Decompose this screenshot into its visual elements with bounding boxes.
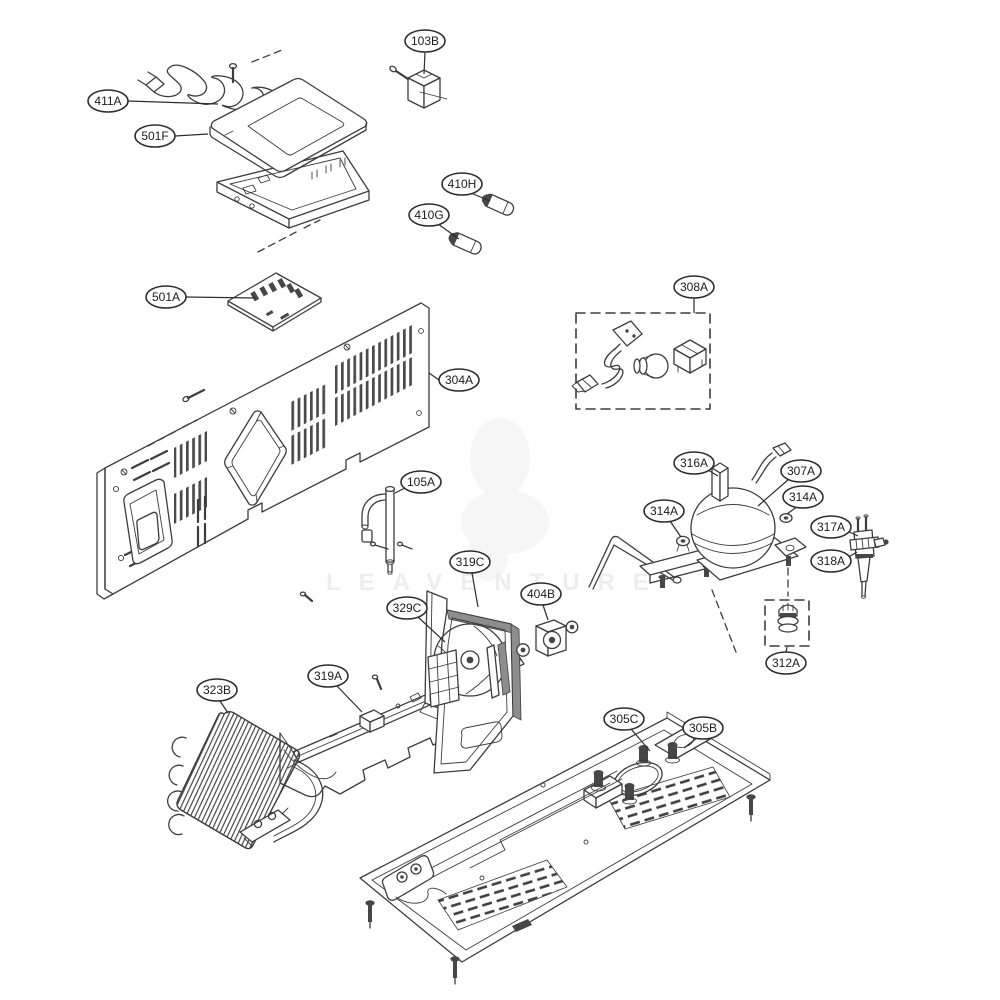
- watermark-text: LEAVENTURE: [326, 569, 667, 596]
- callout-314A: 314A: [782, 485, 824, 515]
- svg-text:319A: 319A: [314, 669, 342, 683]
- dryer-filter-drawing: [849, 514, 889, 599]
- callout-329C: 329C: [386, 596, 446, 643]
- base-plate-drawing: [359, 711, 771, 985]
- small-cylinder-part-410h: [481, 193, 515, 216]
- svg-text:317A: 317A: [817, 520, 845, 534]
- grommet-box-drawing: [764, 599, 810, 647]
- svg-text:501F: 501F: [141, 129, 168, 143]
- callout-314A: 314A: [643, 499, 685, 538]
- svg-text:404B: 404B: [527, 587, 555, 601]
- svg-text:316A: 316A: [680, 456, 708, 470]
- callout-305C: 305C: [603, 707, 651, 752]
- svg-text:105A: 105A: [407, 475, 435, 489]
- callout-307A: 307A: [757, 459, 822, 507]
- callout-318A: 318A: [810, 549, 858, 573]
- fan-shroud-drawing: [419, 590, 522, 774]
- svg-text:410H: 410H: [448, 177, 477, 191]
- callout-layer: 411A 501F 103B 410H 410G 501A 308A 304A 105A 316A…: [87, 29, 859, 752]
- svg-text:308A: 308A: [680, 280, 708, 294]
- callout-312A: 312A: [765, 646, 807, 675]
- svg-text:314A: 314A: [650, 504, 678, 518]
- callout-404B: 404B: [520, 582, 562, 621]
- callout-305B: 305B: [682, 716, 724, 749]
- svg-text:314A: 314A: [789, 490, 817, 504]
- bracket-103b-drawing: [389, 65, 448, 109]
- svg-text:304A: 304A: [445, 373, 473, 387]
- svg-text:318A: 318A: [817, 554, 845, 568]
- svg-text:410G: 410G: [414, 208, 443, 222]
- svg-text:319C: 319C: [456, 555, 485, 569]
- cover-screw: [228, 49, 283, 84]
- pcb-board-drawing: [227, 272, 322, 332]
- callout-319C: 319C: [449, 550, 491, 608]
- rear-panel-drawing: [96, 219, 430, 600]
- callout-317A: 317A: [810, 515, 859, 539]
- svg-text:323B: 323B: [203, 683, 231, 697]
- callout-103B: 103B: [404, 29, 446, 75]
- svg-text:312A: 312A: [772, 656, 800, 670]
- callout-501F: 501F: [134, 124, 209, 148]
- callout-105A: 105A: [394, 470, 442, 494]
- callout-319A: 319A: [307, 664, 363, 713]
- callout-316A: 316A: [673, 451, 719, 477]
- svg-text:103B: 103B: [411, 34, 439, 48]
- callout-410G: 410G: [408, 203, 460, 240]
- svg-text:329C: 329C: [393, 601, 422, 615]
- condenser-coil-drawing: [167, 711, 324, 850]
- compressor-drawing: [588, 442, 807, 653]
- callout-410H: 410H: [441, 172, 491, 202]
- callout-411A: 411A: [87, 89, 219, 113]
- svg-text:411A: 411A: [94, 94, 121, 108]
- svg-text:307A: 307A: [787, 464, 815, 478]
- svg-text:305C: 305C: [610, 712, 639, 726]
- callout-304A: 304A: [428, 368, 480, 392]
- cover-assembly-drawing: [209, 77, 370, 229]
- base-screws: [365, 794, 756, 985]
- wire-harness-box-drawing: [571, 312, 711, 410]
- callout-501A: 501A: [145, 285, 257, 309]
- callout-308A: 308A: [673, 275, 715, 313]
- svg-text:501A: 501A: [152, 290, 180, 304]
- fan-motor-drawing: [516, 619, 579, 657]
- callout-323B: 323B: [196, 678, 238, 714]
- svg-text:305B: 305B: [689, 721, 717, 735]
- water-tube-drawing: [361, 485, 413, 575]
